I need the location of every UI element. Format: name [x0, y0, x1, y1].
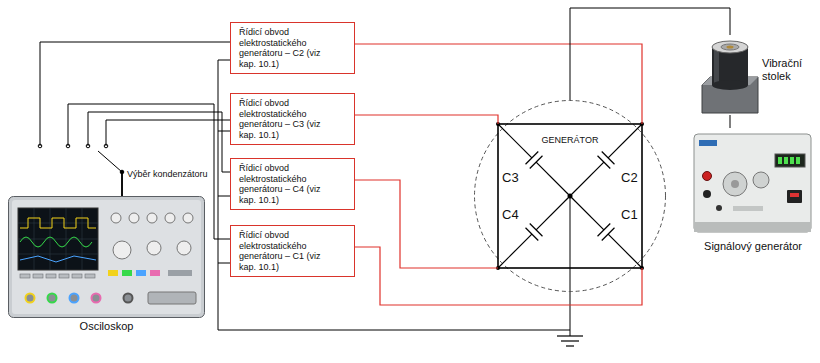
vibration-table-picture: [702, 41, 758, 113]
node-text: Řídicí obvod elektrostatického generátor…: [239, 230, 327, 272]
signal-generator: Signálový generátor: [693, 128, 813, 253]
wire: [355, 44, 642, 124]
wire: [570, 8, 730, 100]
ground-symbol: [557, 336, 583, 346]
generator-drawing: [475, 101, 666, 292]
node-text: Signálový generátor: [693, 240, 813, 253]
ground-bus: [218, 60, 570, 336]
node-text: Řídicí obvod elektrostatického generátor…: [239, 27, 327, 69]
wire: [68, 104, 230, 239]
wire: [88, 112, 230, 196]
wire: [730, 115, 731, 128]
control-circuit-box: Řídicí obvod elektrostatického generátor…: [230, 22, 355, 74]
oscilloscope-picture: [9, 197, 205, 318]
wire: [355, 247, 642, 305]
vibration-table: Vibrační stolek: [698, 35, 814, 115]
wire: [355, 180, 498, 268]
control-circuit-box: Řídicí obvod elektrostatického generátor…: [230, 93, 355, 145]
control-circuit-box: Řídicí obvod elektrostatického generátor…: [230, 158, 355, 210]
capacitor-label: C2: [621, 170, 638, 186]
oscilloscope: Osciloskop: [8, 196, 205, 333]
node-text: Řídicí obvod elektrostatického generátor…: [239, 163, 327, 205]
node-text: GENERÁTOR: [542, 135, 599, 146]
node-text: Řídicí obvod elektrostatického generátor…: [239, 98, 327, 140]
node-text: Osciloskop: [8, 320, 205, 333]
wire: [106, 120, 230, 196]
capacitor-label: C4: [502, 207, 519, 223]
node-text: Vibrační stolek: [762, 57, 810, 83]
signal-generator-picture: [694, 134, 811, 232]
generator-circle: GENERÁTOR: [474, 100, 666, 292]
control-circuit-box: Řídicí obvod elektrostatického generátor…: [230, 225, 355, 277]
wire: [355, 115, 498, 124]
switch-label: Výběr kondenzátoru: [126, 169, 209, 180]
capacitor-label: C3: [502, 170, 519, 186]
switch-symbol: [38, 144, 124, 174]
capacitor-label: C1: [621, 207, 638, 223]
